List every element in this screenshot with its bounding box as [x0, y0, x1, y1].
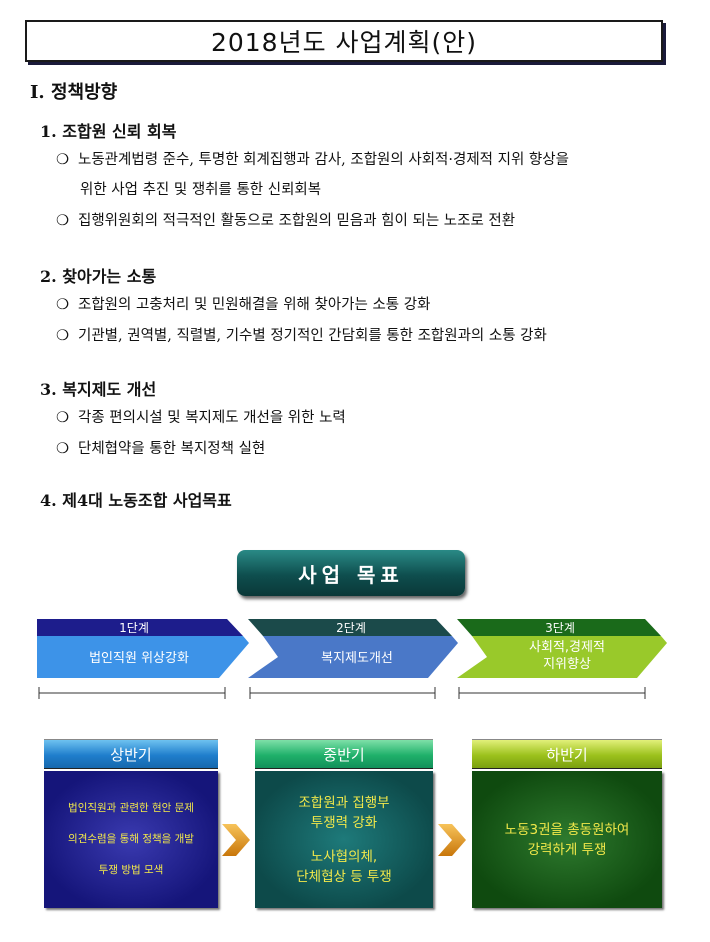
phase-3-line: 노동3권을 총동원하여	[504, 821, 630, 838]
bullet-text: 기관별, 권역별, 직렬별, 기수별 정기적인 간담회를 통한 조합원과의 소통…	[78, 328, 547, 344]
phase-1-line: 의견수렴을 통해 정책을 개발	[68, 833, 194, 845]
policy-direction-heading: Ⅰ. 정책방향	[30, 82, 118, 103]
stage-2-label: 2단계	[336, 621, 366, 635]
section-2-bullet-1: ❍ 조합원의 고충처리 및 민원해결을 위해 찾아가는 소통 강화	[56, 290, 670, 320]
section-3-bullet-2: ❍ 단체협약을 통한 복지정책 실현	[56, 434, 670, 464]
stage-3-label: 3단계	[545, 621, 575, 635]
bullet-text-continued: 위한 사업 추진 및 쟁취를 통한 신뢰회복	[80, 182, 322, 198]
bullet-text: 각종 편의시설 및 복지제도 개선을 위한 노력	[78, 410, 346, 426]
stage-3-header	[457, 619, 661, 636]
phase-3-body: 노동3권을 총동원하여 강력하게 투쟁	[472, 771, 662, 908]
phase-1-line: 투쟁 방법 모색	[98, 864, 164, 876]
stage-span-lines	[38, 687, 646, 699]
chevron-right-icon	[438, 824, 466, 856]
stage-2: 2단계 복지제도개선	[248, 619, 458, 678]
phase-3-line: 강력하게 투쟁	[527, 841, 607, 858]
phase-1-line: 법인직원과 관련한 현안 문제	[68, 802, 194, 814]
section-2-heading: 2. 찾아가는 소통	[40, 267, 157, 286]
bullet-circle-icon: ❍	[56, 152, 69, 168]
title-box: 2018년도 사업계획(안)	[25, 20, 663, 62]
page-title: 2018년도 사업계획(안)	[210, 28, 478, 57]
phase-3-title: 하반기	[546, 745, 588, 764]
stage-3-body	[457, 636, 667, 678]
phase-1-body: 법인직원과 관련한 현안 문제 의견수렴을 통해 정책을 개발 투쟁 방법 모색	[44, 771, 218, 908]
phase-2-line: 노사협의체,	[310, 848, 378, 865]
bullet-text: 단체협약을 통한 복지정책 실현	[78, 441, 266, 457]
section-1-bullet-2: ❍ 집행위원회의 적극적인 활동으로 조합원의 믿음과 힘이 되는 노조로 전환	[56, 206, 670, 236]
business-goal-label: 사업 목표	[298, 562, 404, 587]
bullet-circle-icon: ❍	[56, 297, 69, 313]
phase-2-header: 중반기	[255, 739, 433, 769]
bullet-circle-icon: ❍	[56, 410, 69, 426]
section-3-heading: 3. 복지제도 개선	[40, 380, 157, 399]
phase-1-header: 상반기	[44, 739, 218, 769]
stage-2-body	[248, 636, 458, 678]
section-2-bullet-2: ❍ 기관별, 권역별, 직렬별, 기수별 정기적인 간담회를 통한 조합원과의 소…	[56, 321, 670, 351]
phase-1-title: 상반기	[110, 745, 152, 764]
stage-3-text-line-2: 지위향상	[543, 657, 591, 672]
phase-2-line: 단체협상 등 투쟁	[296, 868, 392, 885]
stage-1: 1단계 법인직원 위상강화	[37, 619, 249, 678]
section-1-heading: 1. 조합원 신뢰 회복	[40, 122, 177, 141]
section-4-heading: 4. 제4대 노동조합 사업목표	[40, 491, 232, 510]
chevron-right-icon	[222, 824, 250, 856]
phase-3-header: 하반기	[472, 739, 662, 769]
stage-1-text: 법인직원 위상강화	[89, 651, 189, 666]
stage-arrows: 1단계 법인직원 위상강화 2단계 복지제도개선 3단계 사회적,경제적 지위향…	[37, 619, 667, 699]
stage-2-text: 복지제도개선	[321, 651, 393, 666]
bullet-circle-icon: ❍	[56, 213, 69, 229]
stage-1-label: 1단계	[119, 621, 149, 635]
phase-2-title: 중반기	[323, 745, 365, 764]
bullet-text: 조합원의 고충처리 및 민원해결을 위해 찾아가는 소통 강화	[78, 297, 431, 313]
stage-3: 3단계 사회적,경제적 지위향상	[457, 619, 667, 678]
section-3-bullet-1: ❍ 각종 편의시설 및 복지제도 개선을 위한 노력	[56, 403, 670, 433]
bullet-circle-icon: ❍	[56, 441, 69, 457]
stage-2-header	[248, 619, 452, 636]
bullet-circle-icon: ❍	[56, 328, 69, 344]
bullet-text: 노동관계법령 준수, 투명한 회계집행과 감사, 조합원의 사회적·경제적 지위…	[78, 152, 569, 168]
bullet-text: 집행위원회의 적극적인 활동으로 조합원의 믿음과 힘이 되는 노조로 전환	[78, 213, 516, 229]
section-1-bullet-1: ❍ 노동관계법령 준수, 투명한 회계집행과 감사, 조합원의 사회적·경제적 지…	[56, 145, 670, 205]
phase-2-body: 조합원과 집행부 투쟁력 강화 노사협의체, 단체협상 등 투쟁	[255, 771, 433, 908]
stage-3-text-line-1: 사회적,경제적	[529, 640, 605, 655]
phase-2-line: 조합원과 집행부	[298, 794, 390, 811]
business-goal-banner: 사업 목표	[237, 550, 465, 596]
stage-1-header	[37, 619, 243, 636]
phase-2-line: 투쟁력 강화	[310, 814, 378, 831]
stage-1-body	[37, 636, 249, 678]
